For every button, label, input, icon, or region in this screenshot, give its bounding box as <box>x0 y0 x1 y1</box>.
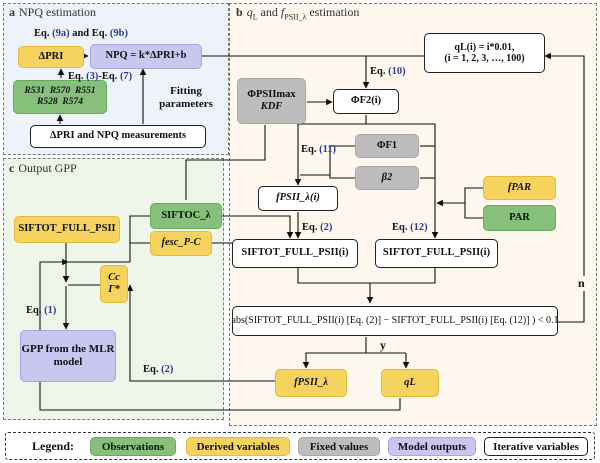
legend: Legend: Observations Derived variables F… <box>5 432 595 460</box>
sif-tot-eq2-node: SIFTOT_FULL_PSII(i) <box>232 239 358 268</box>
line-beta2 <box>329 175 355 179</box>
label-yes: y <box>380 338 386 352</box>
arrow-fpsii-to-gpp <box>126 284 275 382</box>
f-psii-output-node: fPSII_λ <box>275 369 347 397</box>
sif-tot-eq12-node: SIFTOT_FULL_PSII(i) <box>375 239 498 268</box>
legend-fixed-values: Fixed values <box>298 437 380 456</box>
line-phipsiimax-to-c <box>185 125 266 200</box>
sif-tot-full-node: SIFTOT_FULL_PSII <box>14 216 120 243</box>
beta2-node: β2 <box>355 166 419 190</box>
legend-observations: Observations <box>90 437 176 456</box>
arrow-phif2-to-fpsii <box>294 115 367 186</box>
par-node: PAR <box>483 205 556 231</box>
measurements-node: ΔPRI and NPQ measurements <box>30 125 206 148</box>
label-eq11: Eq. (11) <box>301 144 337 155</box>
label-eq9: Eq. (9a) and Eq. (9b) <box>34 28 128 39</box>
ql-iteration-node: qL(i) = i*0.01,(i = 1, 2, 3, …, 100) <box>424 33 545 73</box>
convergence-check-node: abs(SIFTOT_FULL_PSII(i) [Eq. (2)] − SIFT… <box>232 306 559 336</box>
phi-f2-node: ΦF2(i) <box>333 89 399 114</box>
arrow-sif2-to-conv <box>297 268 374 304</box>
label-eq2-b: Eq. (2) <box>143 364 174 375</box>
npq-equation-node: NPQ = k*ΔPRI+b <box>90 44 202 69</box>
line-sif12-to-conv <box>370 268 436 284</box>
line-siftoc-c <box>129 215 150 262</box>
reflectance-bands-node: R531 R570 R551 R528 R574 <box>13 80 107 114</box>
label-eq2-a: Eq. (2) <box>302 222 333 233</box>
phi-f1-node: ΦF1 <box>355 134 419 158</box>
line-phif1 <box>329 145 355 175</box>
f-par-node: fPAR <box>483 176 556 200</box>
ql-output-node: qL <box>381 369 439 397</box>
f-esc-node: fesc_P-C <box>150 231 212 256</box>
line-fpar-par <box>464 187 483 219</box>
fitting-parameters-label: Fitting parameters <box>159 85 213 110</box>
arrow-yes-to-fpsii <box>302 337 367 369</box>
label-eq10: Eq. (10) <box>370 66 406 77</box>
label-eq12: Eq. (12) <box>392 222 428 233</box>
legend-title: Legend: <box>32 439 74 453</box>
gpp-output-node: GPP from the MLR model <box>20 330 116 382</box>
arrow-phif2-to-sif12 <box>366 123 439 239</box>
legend-iterative-variables: Iterative variables <box>484 437 588 456</box>
arrow-no-loop <box>544 52 585 323</box>
arrow-siftoc-to-sif2 <box>222 215 294 239</box>
arrow-ql-to-c <box>39 258 401 411</box>
legend-model-outputs: Model outputs <box>388 437 476 456</box>
f-psii-lambda-node: fPSII_λ(i) <box>258 186 338 211</box>
legend-derived-variables: Derived variables <box>186 437 290 456</box>
label-no: n <box>578 276 585 291</box>
sif-toc-node: SIFTOC_λ <box>150 203 222 229</box>
dpri-node: ΔPRI <box>18 46 84 68</box>
label-eq3-7: Eq. (3)-Eq. (7) <box>68 71 133 82</box>
label-eq1: Eq. (1) <box>26 305 57 316</box>
